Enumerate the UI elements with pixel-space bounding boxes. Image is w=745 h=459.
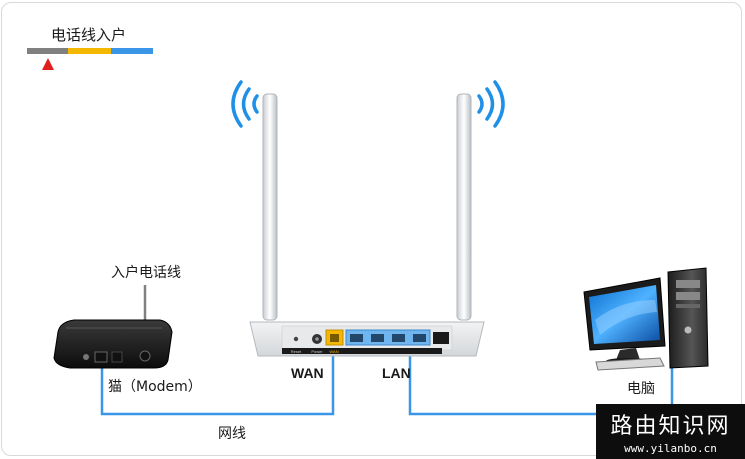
legend-blue-segment xyxy=(111,48,153,54)
legend-marker-arrow xyxy=(42,58,54,70)
router-port-label-power: Power xyxy=(311,349,323,354)
modem-to-router-cable xyxy=(100,352,335,416)
modem-label: 猫（Modem） xyxy=(108,379,202,395)
modem-power-button-icon xyxy=(83,354,89,360)
watermark-title: 路由知识网 xyxy=(610,414,731,439)
router-lan-ports xyxy=(345,329,431,346)
router-to-computer-cable xyxy=(408,352,596,416)
router-antenna-left xyxy=(262,93,278,321)
computer-keyboard xyxy=(595,357,665,371)
legend-yellow-segment xyxy=(68,48,111,54)
router-antenna-right xyxy=(456,93,472,321)
legend-title: 电话线入户 xyxy=(51,26,127,44)
router-port-label-wan: WAN xyxy=(329,349,338,354)
watermark-logo: 路由知识网 www.yilanbo.cn xyxy=(596,404,745,459)
watermark-url: www.yilanbo.cn xyxy=(624,442,717,455)
computer-label: 电脑 xyxy=(627,381,655,397)
reset-button-icon xyxy=(293,336,299,342)
phone-line-in-label: 入户电话线 xyxy=(111,265,181,281)
modem-ethernet-port xyxy=(94,351,108,363)
lan-label: LAN xyxy=(382,365,411,381)
legend-gray-segment xyxy=(27,48,68,54)
wifi-signal-left-icon xyxy=(231,80,259,128)
wan-label: WAN xyxy=(291,365,324,381)
network-cable-label: 网线 xyxy=(218,426,246,442)
wifi-signal-right-icon xyxy=(477,80,505,128)
modem-phone-port xyxy=(139,350,151,362)
router-port-label-reset: Reset xyxy=(291,349,302,354)
